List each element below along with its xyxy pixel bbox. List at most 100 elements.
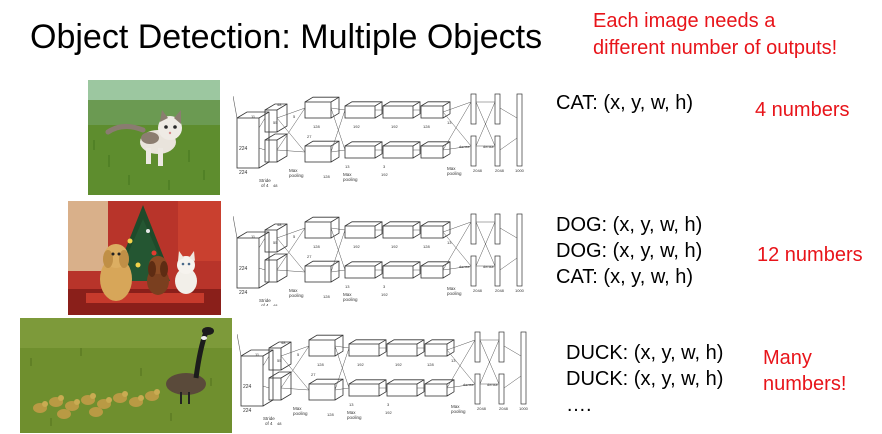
diagram-label: 2048 [473,288,483,293]
count-row-1: 4 numbers [755,97,850,123]
diagram-label: 55 [273,120,278,125]
diagram-label: 128 [423,124,430,129]
red-note: Each image needs a different number of o… [593,8,837,62]
diagram-label: 128 [313,244,320,249]
output-line: DOG: (x, y, w, h) [556,214,703,236]
output-line: DUCK: (x, y, w, h) [566,368,724,390]
diagram-label: 13 [451,358,456,363]
count-line: Many [763,347,812,369]
diagram-label: dense [483,264,495,269]
diagram-label: 5 [293,114,296,119]
diagram-label: Max [343,292,352,297]
output-line: CAT: (x, y, w, h) [556,92,694,114]
count-row-2: 12 numbers [757,242,863,268]
output-line: …. [566,394,592,416]
diagram-label: 48 [281,340,286,345]
diagram-label: Max [447,286,456,291]
diagram-label: 1000 [515,168,525,173]
count-line: numbers! [763,373,847,395]
diagram-label: pooling [343,177,358,182]
diagram-label: 224 [239,290,248,296]
diagram-label: of 4 [261,183,269,188]
diagram-label: 27 [307,134,312,139]
diagram-label: 224 [243,384,252,390]
dogs-and-cat-christmas-photo [68,201,221,315]
diagram-label: 192 [381,172,388,177]
diagram-label: Max [447,166,456,171]
diagram-label: dense [463,382,475,387]
diagram-label: 11 [255,352,260,357]
diagram-label: 5 [297,352,300,357]
diagram-label: 3 [387,402,390,407]
diagram-label: 5 [293,234,296,239]
diagram-label: 1000 [519,406,529,411]
diagram-label: Stride [259,298,271,303]
diagram-label: 2048 [495,288,505,293]
diagram-label: Stride [259,178,271,183]
diagram-label: 192 [391,124,398,129]
outputs-row-2: DOG: (x, y, w, h) DOG: (x, y, w, h) CAT:… [556,212,702,290]
diagram-label: 48 [277,222,282,227]
diagram-label: pooling [447,171,462,176]
diagram-label: 27 [311,372,316,377]
red-note-line-1: Each image needs a [593,10,776,32]
diagram-label: 128 [317,362,324,367]
diagram-label: 128 [423,244,430,249]
diagram-label: pooling [451,409,466,414]
count-row-3: Many numbers! [763,345,846,397]
outputs-row-1: CAT: (x, y, w, h) [556,90,693,116]
diagram-label: 27 [307,254,312,259]
red-note-line-2: different number of outputs! [593,37,838,59]
outputs-row-3: DUCK: (x, y, w, h) DUCK: (x, y, w, h) …. [566,340,723,418]
diagram-label: 128 [323,174,330,179]
diagram-label: Max [343,172,352,177]
diagram-label: pooling [447,291,462,296]
output-line: DUCK: (x, y, w, h) [566,342,724,364]
diagram-label: 55 [273,240,278,245]
diagram-label: 128 [327,412,334,417]
diagram-label: 13 [447,240,452,245]
diagram-label: dense [487,382,499,387]
diagram-label: Stride [263,416,275,421]
slide-title: Object Detection: Multiple Objects [30,18,543,56]
count-line: 12 numbers [757,244,863,266]
diagram-label: 128 [323,294,330,299]
output-line: CAT: (x, y, w, h) [556,266,694,288]
diagram-label: of 4 [261,303,269,306]
diagram-label: pooling [343,297,358,302]
diagram-label: Max [289,288,298,293]
output-line: DOG: (x, y, w, h) [556,240,703,262]
diagram-label: 192 [385,410,392,415]
cat-photo [88,80,220,195]
diagram-label: 11 [251,114,256,119]
diagram-label: Max [347,410,356,415]
diagram-label: 48 [277,421,282,426]
diagram-label: Max [293,406,302,411]
diagram-label: Max [289,168,298,173]
diagram-label: 13 [447,120,452,125]
diagram-label: dense [483,144,495,149]
diagram-label: 2048 [477,406,487,411]
diagram-label: 13 [349,402,354,407]
diagram-label: 128 [313,124,320,129]
diagram-label: 128 [427,362,434,367]
diagram-label: 1000 [515,288,525,293]
diagram-label: 224 [239,170,248,176]
count-line: 4 numbers [755,99,850,121]
diagram-label: 55 [277,358,282,363]
diagram-label: pooling [293,411,308,416]
diagram-label: pooling [289,293,304,298]
diagram-label: 48 [273,183,278,188]
diagram-label: 192 [353,124,360,129]
diagram-label: 11 [251,234,256,239]
diagram-label: pooling [347,415,362,420]
diagram-label: of 4 [265,421,273,426]
diagram-label: 48 [273,303,278,306]
diagram-label: 192 [357,362,364,367]
ducks-photo [20,318,232,433]
diagram-label: 2048 [499,406,509,411]
